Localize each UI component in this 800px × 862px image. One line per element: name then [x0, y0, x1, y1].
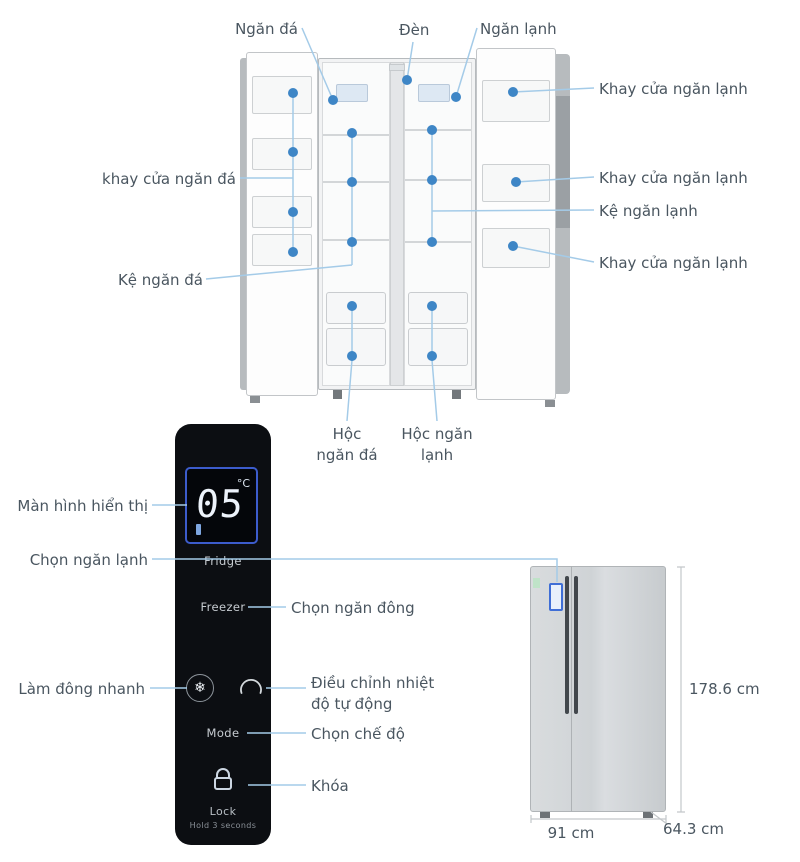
label-khay-cua-ngan-da: khay cửa ngăn đá: [102, 170, 236, 188]
temperature-display: 05 °C: [185, 467, 258, 544]
fridge-shelf: [405, 179, 471, 181]
label-chon-ngan-dong: Chọn ngăn đông: [291, 599, 415, 617]
freezer-drawer: [326, 328, 386, 366]
depth-dimension-label: 64.3 cm: [663, 820, 725, 838]
label-den: Đèn: [399, 21, 430, 39]
quick-freeze-button: ❄: [186, 674, 214, 702]
label-ngan-da: Ngăn đá: [235, 20, 298, 38]
label-lam-dong-nhanh: Làm đông nhanh: [18, 680, 145, 698]
freezer-shelf: [323, 239, 389, 241]
freezer-button-label: Freezer: [200, 600, 246, 614]
door-foot: [545, 400, 555, 407]
snowflake-icon: ❄: [194, 680, 206, 696]
air-vent-panel: [336, 84, 368, 102]
lock-label: Lock: [209, 805, 237, 818]
fridge-door-bin: [482, 164, 550, 202]
freezer-shelf: [323, 181, 389, 183]
mode-button-label: Mode: [206, 726, 240, 740]
fridge-door-bin: [482, 228, 550, 268]
label-chon-ngan-lanh: Chọn ngăn lạnh: [29, 551, 148, 569]
lock-shackle: [216, 768, 230, 778]
fridge-door-bin: [482, 80, 550, 122]
fridge-handle: [565, 576, 569, 714]
freezer-drawer: [326, 292, 386, 324]
door-foot: [250, 396, 260, 403]
label-khay-cua-ngan-lanh-top: Khay cửa ngăn lạnh: [599, 80, 748, 98]
freezer-door-bin: [252, 196, 312, 228]
label-hoc-ngan-da: Hộc ngăn đá: [316, 425, 378, 464]
fridge-foot: [540, 812, 550, 818]
cabinet-foot: [452, 390, 461, 399]
fridge-button-label: Fridge: [204, 554, 242, 568]
freezer-door-bin: [252, 234, 312, 266]
auto-mode-icon: [240, 679, 262, 694]
label-ke-ngan-lanh: Kệ ngăn lạnh: [599, 202, 698, 220]
fridge-drawer: [408, 328, 468, 366]
fridge-door-edge-shade: [556, 96, 570, 228]
label-khay-cua-ngan-lanh-bottom: Khay cửa ngăn lạnh: [599, 254, 748, 272]
lock-icon: [175, 768, 271, 790]
label-ke-ngan-da: Kệ ngăn đá: [117, 271, 203, 289]
label-hoc-ngan-lanh: Hộc ngăn lạnh: [401, 425, 473, 464]
lock-hint-label: Hold 3 seconds: [189, 821, 257, 830]
freezer-door-bin: [252, 138, 312, 170]
label-khoa: Khóa: [311, 777, 349, 795]
width-dimension-label: 91 cm: [547, 824, 595, 842]
fridge-foot: [643, 812, 653, 818]
label-dieu-chinh-nhiet-do: Điều chỉnh nhiệt độ tự động: [311, 674, 435, 713]
label-ngan-lanh: Ngăn lạnh: [480, 20, 557, 38]
interior-lamp: [389, 64, 405, 71]
fridge-handle: [574, 576, 578, 714]
control-panel-location-highlight: [549, 583, 563, 611]
battery-icon: [196, 524, 201, 535]
lock-body: [214, 777, 232, 790]
air-vent-panel: [418, 84, 450, 102]
label-man-hinh-hien-thi: Màn hình hiển thị: [17, 497, 148, 515]
center-divider: [390, 62, 404, 386]
fridge-door-gap: [571, 566, 572, 812]
energy-sticker: [533, 578, 540, 588]
display-unit: °C: [236, 477, 250, 490]
label-khay-cua-ngan-lanh-mid: Khay cửa ngăn lạnh: [599, 169, 748, 187]
fridge-drawer: [408, 292, 468, 324]
height-dimension-line: [677, 566, 685, 813]
control-panel: 05 °C Fridge Freezer ❄ Mode Lock Hold 3 …: [175, 424, 271, 845]
cabinet-foot: [333, 390, 342, 399]
fridge-shelf: [405, 241, 471, 243]
label-chon-che-do: Chọn chế độ: [311, 725, 405, 743]
freezer-door-bin: [252, 76, 312, 114]
freezer-shelf: [323, 134, 389, 136]
fridge-shelf: [405, 129, 471, 131]
height-dimension-label: 178.6 cm: [689, 680, 760, 698]
